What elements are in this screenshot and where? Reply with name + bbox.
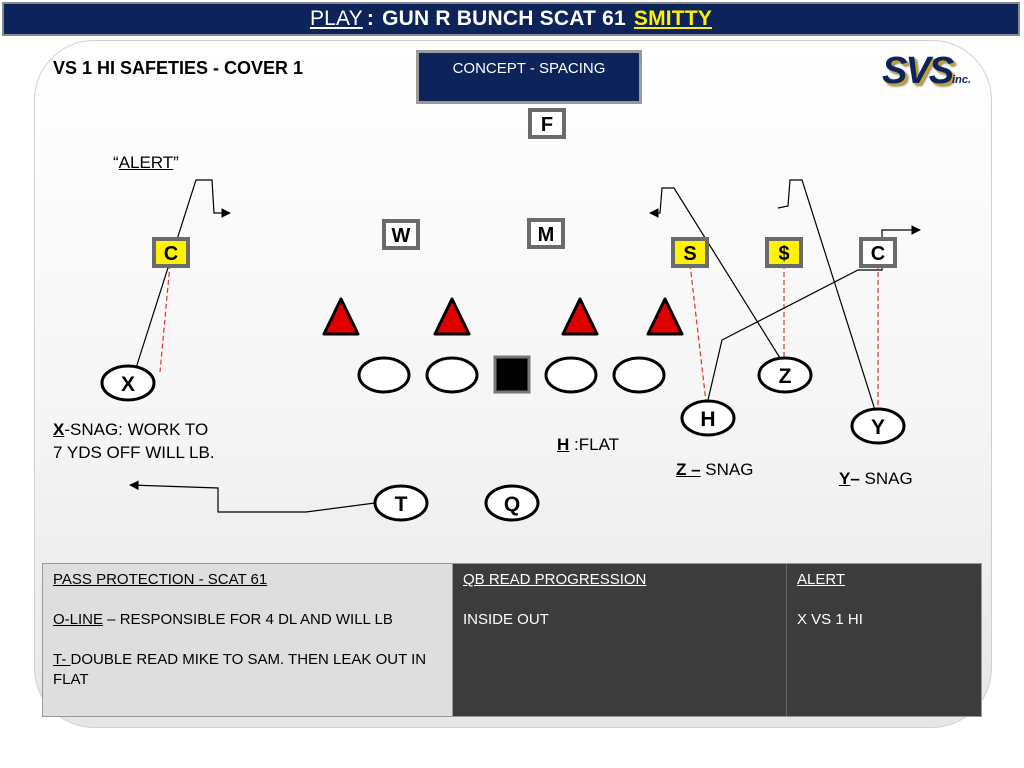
- route-y: [777, 179, 876, 411]
- z-note-key: Z: [676, 460, 692, 479]
- logo-text: SVS: [882, 50, 954, 92]
- alert-header: ALERT: [797, 571, 846, 588]
- player-x-label: X: [121, 373, 135, 396]
- player-y: Y: [850, 407, 906, 445]
- defender-w: W: [382, 219, 420, 250]
- player-q: Q: [484, 484, 540, 522]
- ol-right-tackle: [612, 356, 666, 394]
- player-t: T: [373, 484, 429, 522]
- player-t-label: T: [395, 493, 408, 516]
- alert-open-quote: “: [113, 153, 119, 172]
- defender-s: S: [671, 237, 709, 268]
- t-note: T- DOUBLE READ MIKE TO SAM. THEN LEAK OU…: [53, 650, 442, 690]
- dl-triangle-2: [433, 297, 471, 336]
- title-colon: :: [366, 7, 375, 30]
- alert-cell: ALERT X VS 1 HI: [787, 564, 981, 716]
- route-h: [707, 225, 921, 401]
- t-key: T-: [53, 651, 71, 668]
- t-text: DOUBLE READ MIKE TO SAM. THEN LEAK OUT I…: [53, 651, 427, 688]
- oline-note: O-LINE – RESPONSIBLE FOR 4 DL AND WILL L…: [53, 610, 442, 630]
- route-x: [135, 179, 231, 369]
- svs-logo: SVSinc.: [882, 50, 971, 93]
- dl-triangle-1: [322, 297, 360, 336]
- defender-c-left-label: C: [164, 243, 178, 265]
- play-name: GUN R BUNCH SCAT 61: [382, 7, 626, 30]
- route-z: [649, 187, 781, 359]
- z-note-text: SNAG: [700, 460, 754, 479]
- player-x: X: [100, 364, 156, 402]
- player-y-label: Y: [871, 416, 885, 439]
- y-note-dash: –: [850, 469, 860, 488]
- x-note-line1: -SNAG: WORK TO: [64, 420, 209, 439]
- defender-f: F: [528, 108, 566, 139]
- player-q-label: Q: [504, 493, 520, 516]
- player-h: H: [680, 399, 736, 437]
- route-t: [129, 480, 376, 513]
- logo-suffix: inc.: [952, 74, 971, 86]
- qb-read-header: QB READ PROGRESSION: [463, 571, 647, 588]
- z-note: Z – SNAG: [676, 460, 753, 480]
- coverage-subtitle: VS 1 HI SAFETIES - COVER 1: [53, 58, 304, 78]
- defender-c-right: C: [859, 237, 897, 268]
- qb-read-text: INSIDE OUT: [463, 611, 549, 628]
- qb-read-cell: QB READ PROGRESSION INSIDE OUT: [453, 564, 787, 716]
- defender-w-label: W: [392, 225, 411, 247]
- ol-left-guard: [425, 356, 479, 394]
- ol-left-tackle: [357, 356, 411, 394]
- read-line-safety: [689, 263, 707, 403]
- y-note: Y– SNAG: [839, 469, 913, 489]
- oline-key: O-LINE: [53, 611, 104, 628]
- h-note: H :FLAT: [557, 435, 619, 455]
- read-line-left-corner: [159, 263, 171, 373]
- ol-center: [493, 355, 531, 394]
- pass-protection-header: PASS PROTECTION - SCAT 61: [53, 571, 268, 588]
- dl-triangle-4: [646, 297, 684, 336]
- defender-dollar-label: $: [778, 243, 789, 265]
- alert-callout: “ALERT”: [113, 153, 179, 173]
- h-note-key: H: [557, 435, 570, 454]
- ol-right-guard: [544, 356, 598, 394]
- defender-s-label: S: [683, 243, 696, 265]
- notes-table: PASS PROTECTION - SCAT 61 O-LINE – RESPO…: [42, 563, 982, 717]
- player-z: Z: [757, 356, 813, 394]
- player-z-label: Z: [779, 365, 792, 388]
- dl-triangle-3: [561, 297, 599, 336]
- defender-c-right-label: C: [871, 243, 885, 265]
- title-bar: PLAY : GUN R BUNCH SCAT 61 SMITTY: [2, 2, 1020, 36]
- y-note-text: SNAG: [859, 469, 913, 488]
- play-label: PLAY: [309, 7, 363, 30]
- alert-text: X VS 1 HI: [797, 611, 863, 628]
- defender-m: M: [527, 218, 565, 249]
- player-h-label: H: [700, 408, 715, 431]
- x-note-key: X: [53, 420, 65, 439]
- defender-dollar: $: [765, 237, 803, 268]
- alert-word: ALERT: [118, 153, 174, 172]
- y-note-key: Y: [839, 469, 851, 488]
- concept-box: CONCEPT - SPACING: [416, 50, 642, 104]
- defender-m-label: M: [538, 224, 555, 246]
- h-note-text: :FLAT: [569, 435, 620, 454]
- oline-text: – RESPONSIBLE FOR 4 DL AND WILL LB: [103, 611, 393, 628]
- defender-f-label: F: [541, 114, 553, 136]
- x-note-line2: 7 YDS OFF WILL LB.: [53, 443, 215, 462]
- z-note-dash: –: [691, 460, 701, 479]
- defender-c-left: C: [152, 237, 190, 268]
- x-note: X-SNAG: WORK TO 7 YDS OFF WILL LB.: [53, 418, 215, 464]
- play-tag: SMITTY: [633, 7, 713, 30]
- pass-protection-cell: PASS PROTECTION - SCAT 61 O-LINE – RESPO…: [43, 564, 453, 716]
- alert-close-quote: ”: [173, 153, 179, 172]
